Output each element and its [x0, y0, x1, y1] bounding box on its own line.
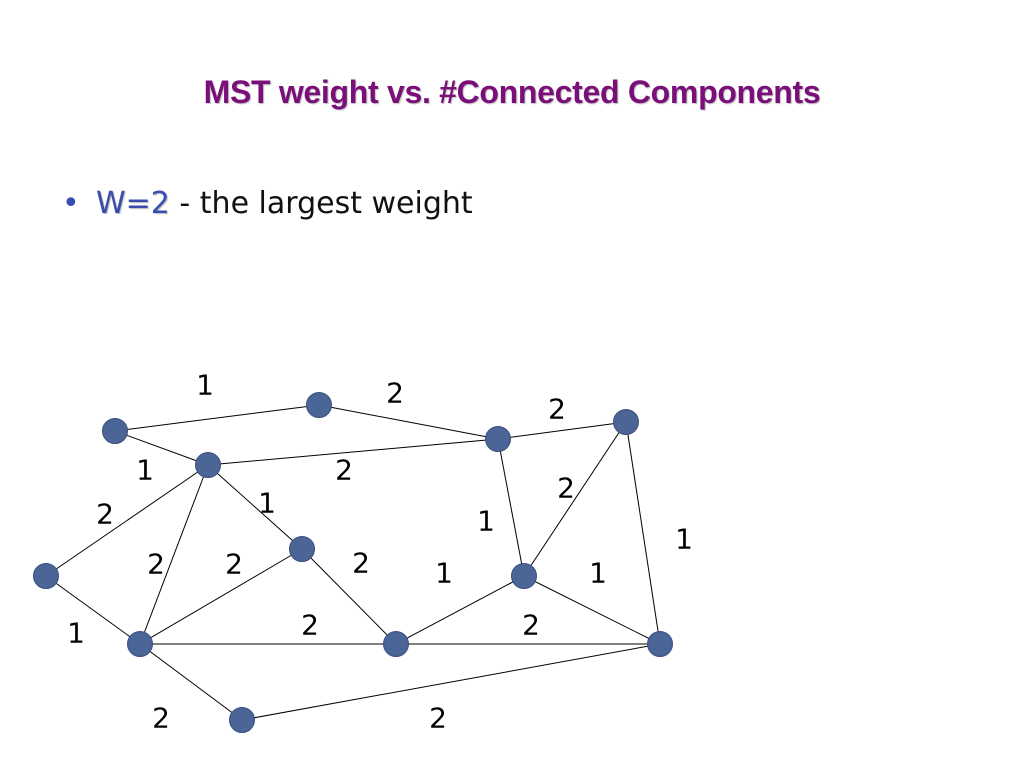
- edge-weight-label: 2: [225, 548, 243, 581]
- edge-h-g: [139, 548, 303, 645]
- graph-node-e: [613, 409, 639, 435]
- edge-k-l: [241, 643, 661, 721]
- graph-node-k: [229, 707, 255, 733]
- edge-weight-label: 2: [152, 702, 170, 735]
- edge-weight-label: 2: [301, 609, 319, 642]
- edge-weight-label: 2: [335, 454, 353, 487]
- edge-weight-label: 2: [96, 498, 114, 531]
- edge-weight-label: 1: [477, 505, 495, 538]
- graph-node-b: [306, 392, 332, 418]
- graph-node-i: [383, 631, 409, 657]
- edge-j-l: [523, 575, 661, 645]
- graph-node-d: [195, 452, 221, 478]
- edge-a-d: [114, 430, 209, 466]
- edge-weight-label: 1: [435, 557, 453, 590]
- edge-d-g: [207, 464, 303, 550]
- edge-weight-label: 2: [548, 393, 566, 426]
- edge-c-j: [497, 438, 525, 577]
- edge-weight-label: 1: [258, 487, 276, 520]
- nodes-layer: [33, 392, 673, 733]
- edge-b-c: [318, 404, 499, 440]
- edge-g-i: [301, 548, 397, 645]
- edge-weight-label: 2: [386, 377, 404, 410]
- edge-weight-label: 1: [67, 617, 85, 650]
- edge-weight-label: 1: [136, 454, 154, 487]
- graph-node-g: [289, 536, 315, 562]
- edge-weight-label: 2: [557, 472, 575, 505]
- bullet-text: - the largest weight: [169, 186, 473, 221]
- graph-node-c: [485, 426, 511, 452]
- edge-e-j: [523, 421, 627, 577]
- slide-title: MST weight vs. #Connected Components: [203, 74, 821, 110]
- edge-e-l: [625, 421, 661, 645]
- edge-weight-label: 2: [147, 548, 165, 581]
- edge-weight-label: 1: [675, 523, 693, 556]
- edge-weight-label: 2: [522, 609, 540, 642]
- edge-weight-label: 2: [352, 547, 370, 580]
- edge-i-j: [395, 575, 525, 645]
- edge-weight-label: 1: [196, 369, 214, 402]
- graph-node-h: [127, 631, 153, 657]
- graph-node-l: [647, 631, 673, 657]
- edge-a-b: [114, 404, 320, 432]
- bullet-highlight: W=2: [96, 186, 170, 221]
- bullet-item: • W=2 - the largest weight: [62, 186, 473, 221]
- edge-f-h: [45, 575, 141, 645]
- edge-weight-label: 2: [429, 702, 447, 735]
- graph-node-a: [102, 418, 128, 444]
- graph-node-j: [511, 563, 537, 589]
- graph-node-f: [33, 563, 59, 589]
- edge-d-h: [139, 464, 209, 645]
- edges-layer: [45, 404, 661, 721]
- bullet-dot: •: [62, 186, 80, 221]
- edge-d-f: [45, 464, 209, 577]
- edge-c-e: [497, 421, 627, 440]
- edge-d-c: [207, 438, 499, 466]
- edge-weight-label: 1: [589, 557, 607, 590]
- edge-h-k: [139, 643, 243, 721]
